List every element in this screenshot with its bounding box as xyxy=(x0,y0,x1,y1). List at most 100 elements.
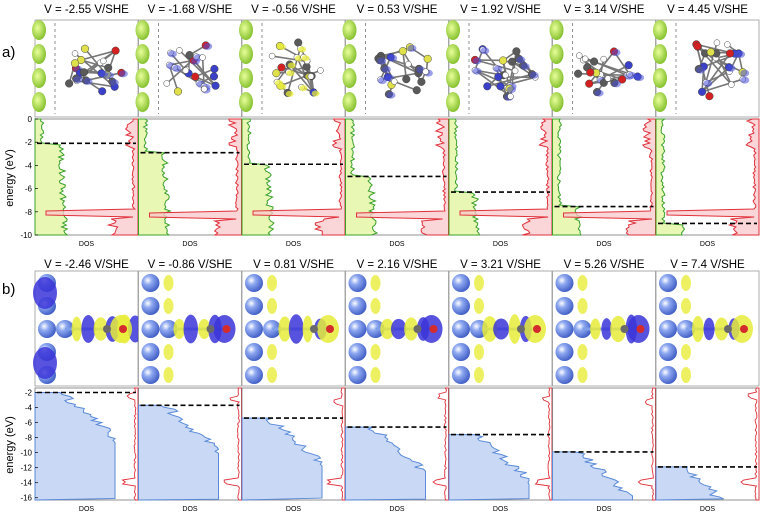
bond xyxy=(402,51,408,80)
voltage-label: V = 3.21 V/SHE xyxy=(460,259,541,271)
adsorbate-dos-curve xyxy=(534,387,553,501)
electrode-atom xyxy=(239,20,253,40)
atom xyxy=(705,92,714,101)
bond xyxy=(500,76,536,88)
metal-dos-curve xyxy=(138,404,220,501)
metal-atom xyxy=(555,343,574,361)
charge-isosurface xyxy=(516,56,526,64)
charge-isosurface xyxy=(611,49,621,57)
atom xyxy=(326,325,334,333)
charge-isosurface xyxy=(681,298,691,314)
voltage-label: V = 0.81 V/SHE xyxy=(253,259,334,271)
metal-dos-curve xyxy=(345,426,427,501)
metal-dos-curve xyxy=(34,392,116,501)
atom xyxy=(310,325,318,333)
charge-isosurface xyxy=(163,275,174,291)
metal-atom xyxy=(348,320,367,338)
bond xyxy=(80,59,109,69)
atom xyxy=(502,71,509,79)
metal-atom xyxy=(452,320,470,338)
charge-isosurface xyxy=(627,71,637,79)
atom xyxy=(496,82,505,91)
electrode-atom xyxy=(446,20,460,40)
electrode-atom xyxy=(32,92,46,112)
voltage-label: V = 5.26 V/SHE xyxy=(564,259,645,271)
atom xyxy=(402,75,411,84)
metal-atom xyxy=(141,274,160,292)
electrode-atom xyxy=(239,44,253,64)
y-tick-label: -8 xyxy=(25,208,33,217)
charge-isosurface xyxy=(474,367,484,383)
atom xyxy=(413,325,422,333)
atom xyxy=(698,87,707,96)
dos-axis-label: DOS xyxy=(79,506,95,513)
charge-isosurface xyxy=(83,77,93,85)
atom xyxy=(585,79,594,88)
charge-isosurface xyxy=(493,318,510,340)
charge-isosurface xyxy=(529,71,539,79)
atom xyxy=(206,325,215,333)
charge-isosurface xyxy=(33,347,57,379)
charge-isosurface xyxy=(163,298,174,314)
atom xyxy=(98,87,107,96)
charge-isosurface xyxy=(474,275,484,291)
charge-isosurface xyxy=(696,66,706,74)
electrode-atom xyxy=(653,44,667,64)
adsorbate-dos-curve xyxy=(326,387,346,501)
charge-isosurface xyxy=(71,316,82,342)
atom xyxy=(222,325,231,333)
charge-isosurface xyxy=(118,70,128,78)
charge-isosurface xyxy=(278,316,292,342)
dos-axis-label: DOS xyxy=(596,506,612,513)
bond xyxy=(586,66,623,81)
charge-isosurface xyxy=(286,70,295,77)
atom xyxy=(517,325,525,333)
charge-isosurface xyxy=(381,65,391,73)
atom xyxy=(728,81,735,88)
charge-isosurface xyxy=(277,43,286,50)
charge-isosurface xyxy=(681,367,691,383)
atom xyxy=(725,49,735,58)
charge-isosurface xyxy=(703,317,715,341)
atom xyxy=(581,55,589,63)
molecule-structure xyxy=(374,43,433,99)
electrode-atom xyxy=(549,92,564,112)
metal-atom xyxy=(659,343,677,361)
metal-atom xyxy=(555,297,574,315)
metal-atom xyxy=(659,366,677,384)
atom xyxy=(182,67,190,74)
charge-isosurface xyxy=(287,62,296,69)
charge-isosurface xyxy=(299,85,308,92)
electrode-atom xyxy=(239,92,253,112)
atom xyxy=(586,68,595,77)
charge-isosurface xyxy=(163,367,174,383)
charge-isosurface xyxy=(577,367,588,383)
voltage-label: V = 4.45 V/SHE xyxy=(667,4,748,16)
metal-atom xyxy=(555,274,574,292)
charge-isosurface xyxy=(390,318,407,340)
metal-atom xyxy=(348,343,367,361)
electrode-atom xyxy=(239,68,253,88)
voltage-label: V = 7.4 V/SHE xyxy=(670,259,745,271)
atom xyxy=(100,57,107,65)
atom xyxy=(272,69,281,78)
atom xyxy=(79,68,89,77)
charge-isosurface xyxy=(508,314,521,344)
electrode-dos-curve xyxy=(34,118,69,236)
charge-isosurface xyxy=(370,275,381,291)
electrode-atom xyxy=(549,68,564,88)
voltage-label: V = -2.46 V/SHE xyxy=(44,259,129,271)
charge-isosurface xyxy=(311,90,320,97)
y-tick-label: -14 xyxy=(20,479,32,488)
charge-isosurface xyxy=(482,316,498,342)
voltage-label: V = -0.86 V/SHE xyxy=(148,259,233,271)
charge-isosurface xyxy=(611,80,621,88)
electrode-atom xyxy=(446,44,460,64)
metal-atom xyxy=(555,366,574,384)
atom xyxy=(80,44,90,53)
atom xyxy=(176,47,183,54)
atom xyxy=(65,79,74,88)
